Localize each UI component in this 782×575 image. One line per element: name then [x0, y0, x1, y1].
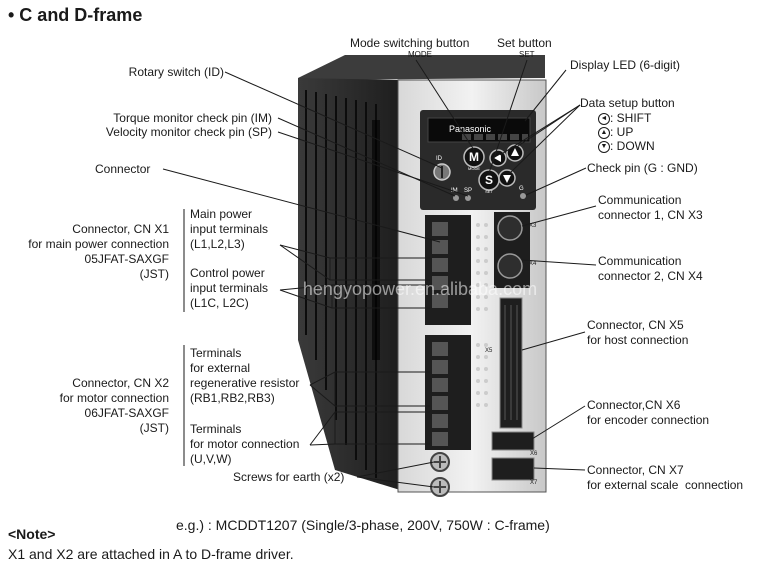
shift-legend-icon: ◄ [598, 112, 610, 125]
label-main-power-terminals: Main power input terminals (L1,L2,L3) [190, 207, 269, 251]
label-torque-monitor: Torque monitor check pin (IM) [113, 111, 272, 125]
note-title: <Note> [8, 526, 56, 542]
shift-legend: ◄: SHIFT [598, 111, 651, 126]
up-legend: ▲: UP [598, 125, 633, 140]
x6-mark: X6 [530, 451, 538, 457]
set-tag: SET [519, 50, 535, 59]
label-cn-x5: Connector, CN X5 for host connection [587, 318, 689, 347]
label-motor-terminals: Terminals for motor connection (U,V,W) [190, 422, 300, 466]
note-text: X1 and X2 are attached in A to D-frame d… [8, 546, 294, 562]
label-screws: Screws for earth (x2) [233, 470, 345, 484]
label-regen-terminals: Terminals for external regenerative resi… [190, 346, 300, 405]
g-mark: G [519, 186, 524, 192]
label-velocity-monitor: Velocity monitor check pin (SP) [105, 125, 272, 139]
cn-x2-block [425, 335, 488, 450]
mode-button-letter: M [469, 150, 479, 164]
led-digits [462, 134, 528, 140]
label-set-button: Set button [497, 36, 552, 50]
leader-lines [162, 59, 597, 488]
down-legend: ▼: DOWN [598, 139, 655, 154]
x3-mark: X3 [529, 223, 537, 229]
label-control-power-terminals: Control power input terminals (L1C, L2C) [190, 266, 269, 310]
label-cn-x3: Communication connector 1, CN X3 [598, 193, 703, 222]
page-title: • C and D-frame [8, 5, 143, 25]
cn-x6-port [491, 431, 535, 451]
label-cn-x6: Connector,CN X6 for encoder connection [587, 398, 710, 427]
label-mode-switching-button: Mode switching button [350, 36, 470, 50]
mode-button[interactable] [463, 146, 485, 168]
label-connector: Connector [95, 162, 151, 176]
id-mark: ID [436, 156, 443, 162]
label-cn-x1: Connector, CN X1 for main power connecti… [28, 222, 169, 281]
watermark: hengyopower.en.alibaba.com [303, 279, 537, 299]
cn-x7-port [491, 457, 535, 481]
label-shift: : SHIFT [610, 111, 652, 125]
x4-mark: X4 [529, 261, 537, 267]
driver-body: Panasonic ID M MODE S SET IM SP [298, 55, 547, 497]
label-cn-x2: Connector, CN X2 for motor connection 06… [59, 376, 169, 435]
mode-button-sub: MODE [468, 166, 480, 171]
label-down: : DOWN [610, 139, 655, 153]
mode-tag: MODE [408, 50, 432, 59]
brand-text: Panasonic [449, 124, 492, 134]
sp-mark: SP [464, 188, 472, 194]
label-cn-x4: Communication connector 2, CN X4 [598, 254, 703, 283]
up-legend-icon: ▲ [598, 126, 610, 139]
x7-mark: X7 [530, 480, 538, 486]
x5-mark: X5 [485, 348, 493, 354]
set-button-sub: SET [485, 189, 493, 194]
label-check-pin: Check pin (G : GND) [587, 161, 698, 175]
cn-x1-block [425, 215, 488, 325]
label-up: : UP [610, 125, 634, 139]
example-text: e.g.) : MCDDT1207 (Single/3-phase, 200V,… [176, 517, 550, 533]
cn-x4-port [497, 253, 523, 279]
cn-x3-port [497, 215, 523, 241]
down-legend-icon: ▼ [598, 140, 610, 153]
label-display-led: Display LED (6-digit) [570, 58, 681, 72]
label-data-setup-button: Data setup button [580, 96, 675, 110]
set-button-letter: S [485, 173, 493, 187]
label-rotary-switch: Rotary switch (ID) [128, 65, 224, 79]
label-cn-x7: Connector, CN X7 for external scale conn… [587, 463, 744, 492]
